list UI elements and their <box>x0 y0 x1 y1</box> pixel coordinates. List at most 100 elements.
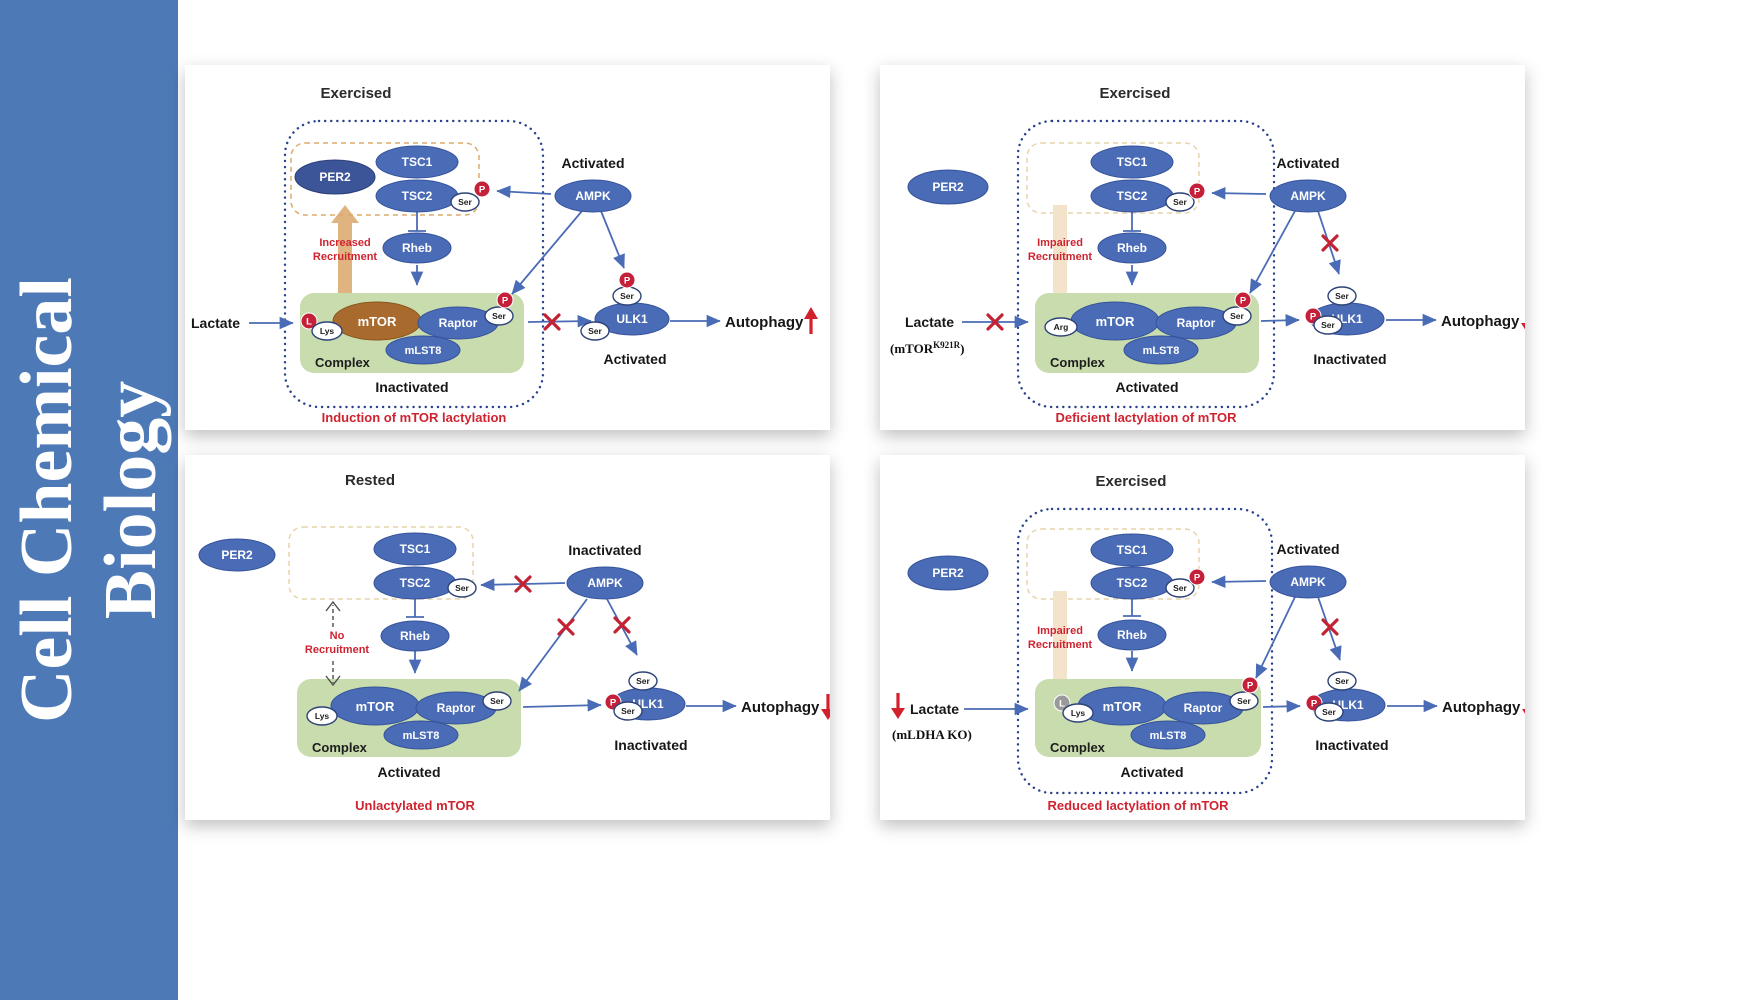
per2-tsc-recruitment-box <box>290 142 480 216</box>
tsc2-ser-site: Ser <box>1165 192 1195 212</box>
tsc1-node: TSC1 <box>1090 533 1174 567</box>
ulk1-top-ser-site: Ser <box>628 671 658 691</box>
svg-text:P: P <box>1247 681 1254 692</box>
recruitment-label-line1: No <box>330 630 345 642</box>
tsc2-phospho-badge: P <box>473 180 491 198</box>
svg-text:Ser: Ser <box>636 676 650 686</box>
mlst8-label: mLST8 <box>1143 345 1180 357</box>
mlst8-label: mLST8 <box>403 730 440 742</box>
complex-to-ulk1-arrow <box>1262 700 1301 713</box>
recruitment-label-line1: Increased <box>319 237 370 249</box>
tsc2-inhibit-rheb-tbar <box>406 599 424 618</box>
no-recruitment-up-arrow-icon <box>325 600 341 627</box>
tsc2-inhibit-rheb-tbar <box>408 212 426 232</box>
ulk1-state-label: Inactivated <box>1315 737 1388 753</box>
per2-label: PER2 <box>319 170 351 184</box>
tsc2-inhibit-rheb-tbar <box>1123 599 1141 617</box>
panel-caption: Unlactylated mTOR <box>355 798 475 813</box>
per2-label: PER2 <box>221 548 253 562</box>
mtor-node: mTOR <box>1070 301 1160 341</box>
raptor-ser-site: Ser <box>1222 306 1252 326</box>
raptor-phospho-badge: P <box>1234 291 1252 309</box>
panel-condition-title: Exercised <box>321 85 392 102</box>
ampk-ulk1-blocked-x-icon <box>1321 234 1339 252</box>
ulk1-state-label: Inactivated <box>614 737 687 753</box>
complex-label: Complex <box>1050 355 1106 370</box>
svg-text:P: P <box>1194 573 1201 584</box>
pathway-dotted-border <box>283 119 545 409</box>
rheb-node: Rheb <box>1097 619 1167 651</box>
svg-text:Ser: Ser <box>455 583 469 593</box>
tsc1-label: TSC1 <box>1117 543 1148 557</box>
panel-3-diagram: Rested No Recruitment PER2 TSC1 TSC2 Ser… <box>198 472 830 813</box>
raptor-phospho-badge: P <box>1241 676 1259 694</box>
mlst8-node: mLST8 <box>1123 335 1199 365</box>
mtor-label: mTOR <box>356 699 395 714</box>
mlst8-node: mLST8 <box>383 720 459 750</box>
ulk1-left-ser-site: Ser <box>1313 315 1343 335</box>
mlst8-node: mLST8 <box>385 335 461 365</box>
mlst8-label: mLST8 <box>1150 730 1187 742</box>
rheb-node: Rheb <box>380 620 450 652</box>
rheb-node: Rheb <box>1097 232 1167 264</box>
ulk1-top-phospho-badge: P <box>618 271 636 289</box>
svg-text:Ser: Ser <box>458 197 472 207</box>
raptor-node: Raptor <box>417 306 499 340</box>
panel-condition-title: Rested <box>345 472 395 489</box>
panel-caption: Reduced lactylation of mTOR <box>1047 798 1229 813</box>
pathway-dotted-border <box>1016 507 1274 795</box>
tsc2-phospho-badge: P <box>1188 568 1206 586</box>
mtor-node: mTOR <box>1077 686 1167 726</box>
autophagy-label: Autophagy <box>725 314 804 331</box>
autophagy-down-arrow-icon <box>1521 323 1525 330</box>
journal-title-line1: Cell Chemical <box>6 277 88 723</box>
autophagy-down-arrow-icon <box>821 694 830 720</box>
raptor-node: Raptor <box>1155 306 1237 340</box>
tsc2-inhibit-rheb-tbar <box>1123 212 1141 232</box>
per2-tsc-recruitment-box <box>1026 142 1200 214</box>
mlst8-label: mLST8 <box>405 345 442 357</box>
recruitment-label-line1: Impaired <box>1037 625 1083 637</box>
svg-text:Ser: Ser <box>492 311 506 321</box>
lactate-decrease-arrow-icon <box>891 693 905 719</box>
complex-to-ulk1-arrow <box>1260 314 1300 327</box>
panel-condition-title: Exercised <box>1100 85 1171 102</box>
raptor-ser-site: Ser <box>482 691 512 711</box>
svg-text:Ser: Ser <box>1237 696 1251 706</box>
raptor-node: Raptor <box>1162 691 1244 725</box>
tsc2-phospho-badge: P <box>1188 182 1206 200</box>
complex-to-ulk1-arrow <box>527 314 592 328</box>
panel-caption: Deficient lactylation of mTOR <box>1055 410 1237 425</box>
ampk-to-raptor-arrow <box>518 598 588 692</box>
panel-caption: Induction of mTOR lactylation <box>322 410 507 425</box>
ulk1-top-ser-site: Ser <box>1327 671 1357 691</box>
ampk-ulk1-blocked-x-icon <box>613 616 631 634</box>
impaired-recruitment-arrow-icon <box>1046 591 1074 701</box>
ampk-label: AMPK <box>575 189 611 203</box>
panel-condition-title: Exercised <box>1096 473 1167 490</box>
recruitment-label-line2: Recruitment <box>1028 251 1093 263</box>
svg-text:P: P <box>502 296 509 307</box>
mtor-lys-site: Lys <box>1062 703 1094 723</box>
autophagy-up-arrow-icon <box>804 307 818 334</box>
tsc2-node: TSC2 <box>1090 179 1174 213</box>
tsc2-ser-site: Ser <box>447 578 477 598</box>
raptor-ser-site: Ser <box>1229 691 1259 711</box>
ampk-to-tsc2-arrow <box>1211 575 1267 589</box>
journal-title: Cell Chemical Biology <box>0 0 178 1000</box>
per2-label: PER2 <box>932 566 964 580</box>
ampk-tsc2-blocked-x-icon <box>514 575 532 593</box>
ampk-to-raptor-arrow <box>1249 210 1296 294</box>
rheb-label: Rheb <box>1117 241 1147 255</box>
ampk-ulk1-blocked-x-icon <box>1321 618 1339 636</box>
mldha-ko-note: (mLDHA KO) <box>892 727 972 742</box>
svg-text:Ser: Ser <box>588 326 602 336</box>
svg-text:L: L <box>1059 699 1065 710</box>
svg-text:Arg: Arg <box>1054 322 1069 332</box>
ampk-to-raptor-arrow <box>511 210 583 295</box>
lactyl-badge: L <box>300 312 318 330</box>
complex-label: Complex <box>315 355 371 370</box>
svg-text:Lys: Lys <box>1071 708 1086 718</box>
svg-text:Ser: Ser <box>620 291 634 301</box>
mtor-label: mTOR <box>358 314 397 329</box>
